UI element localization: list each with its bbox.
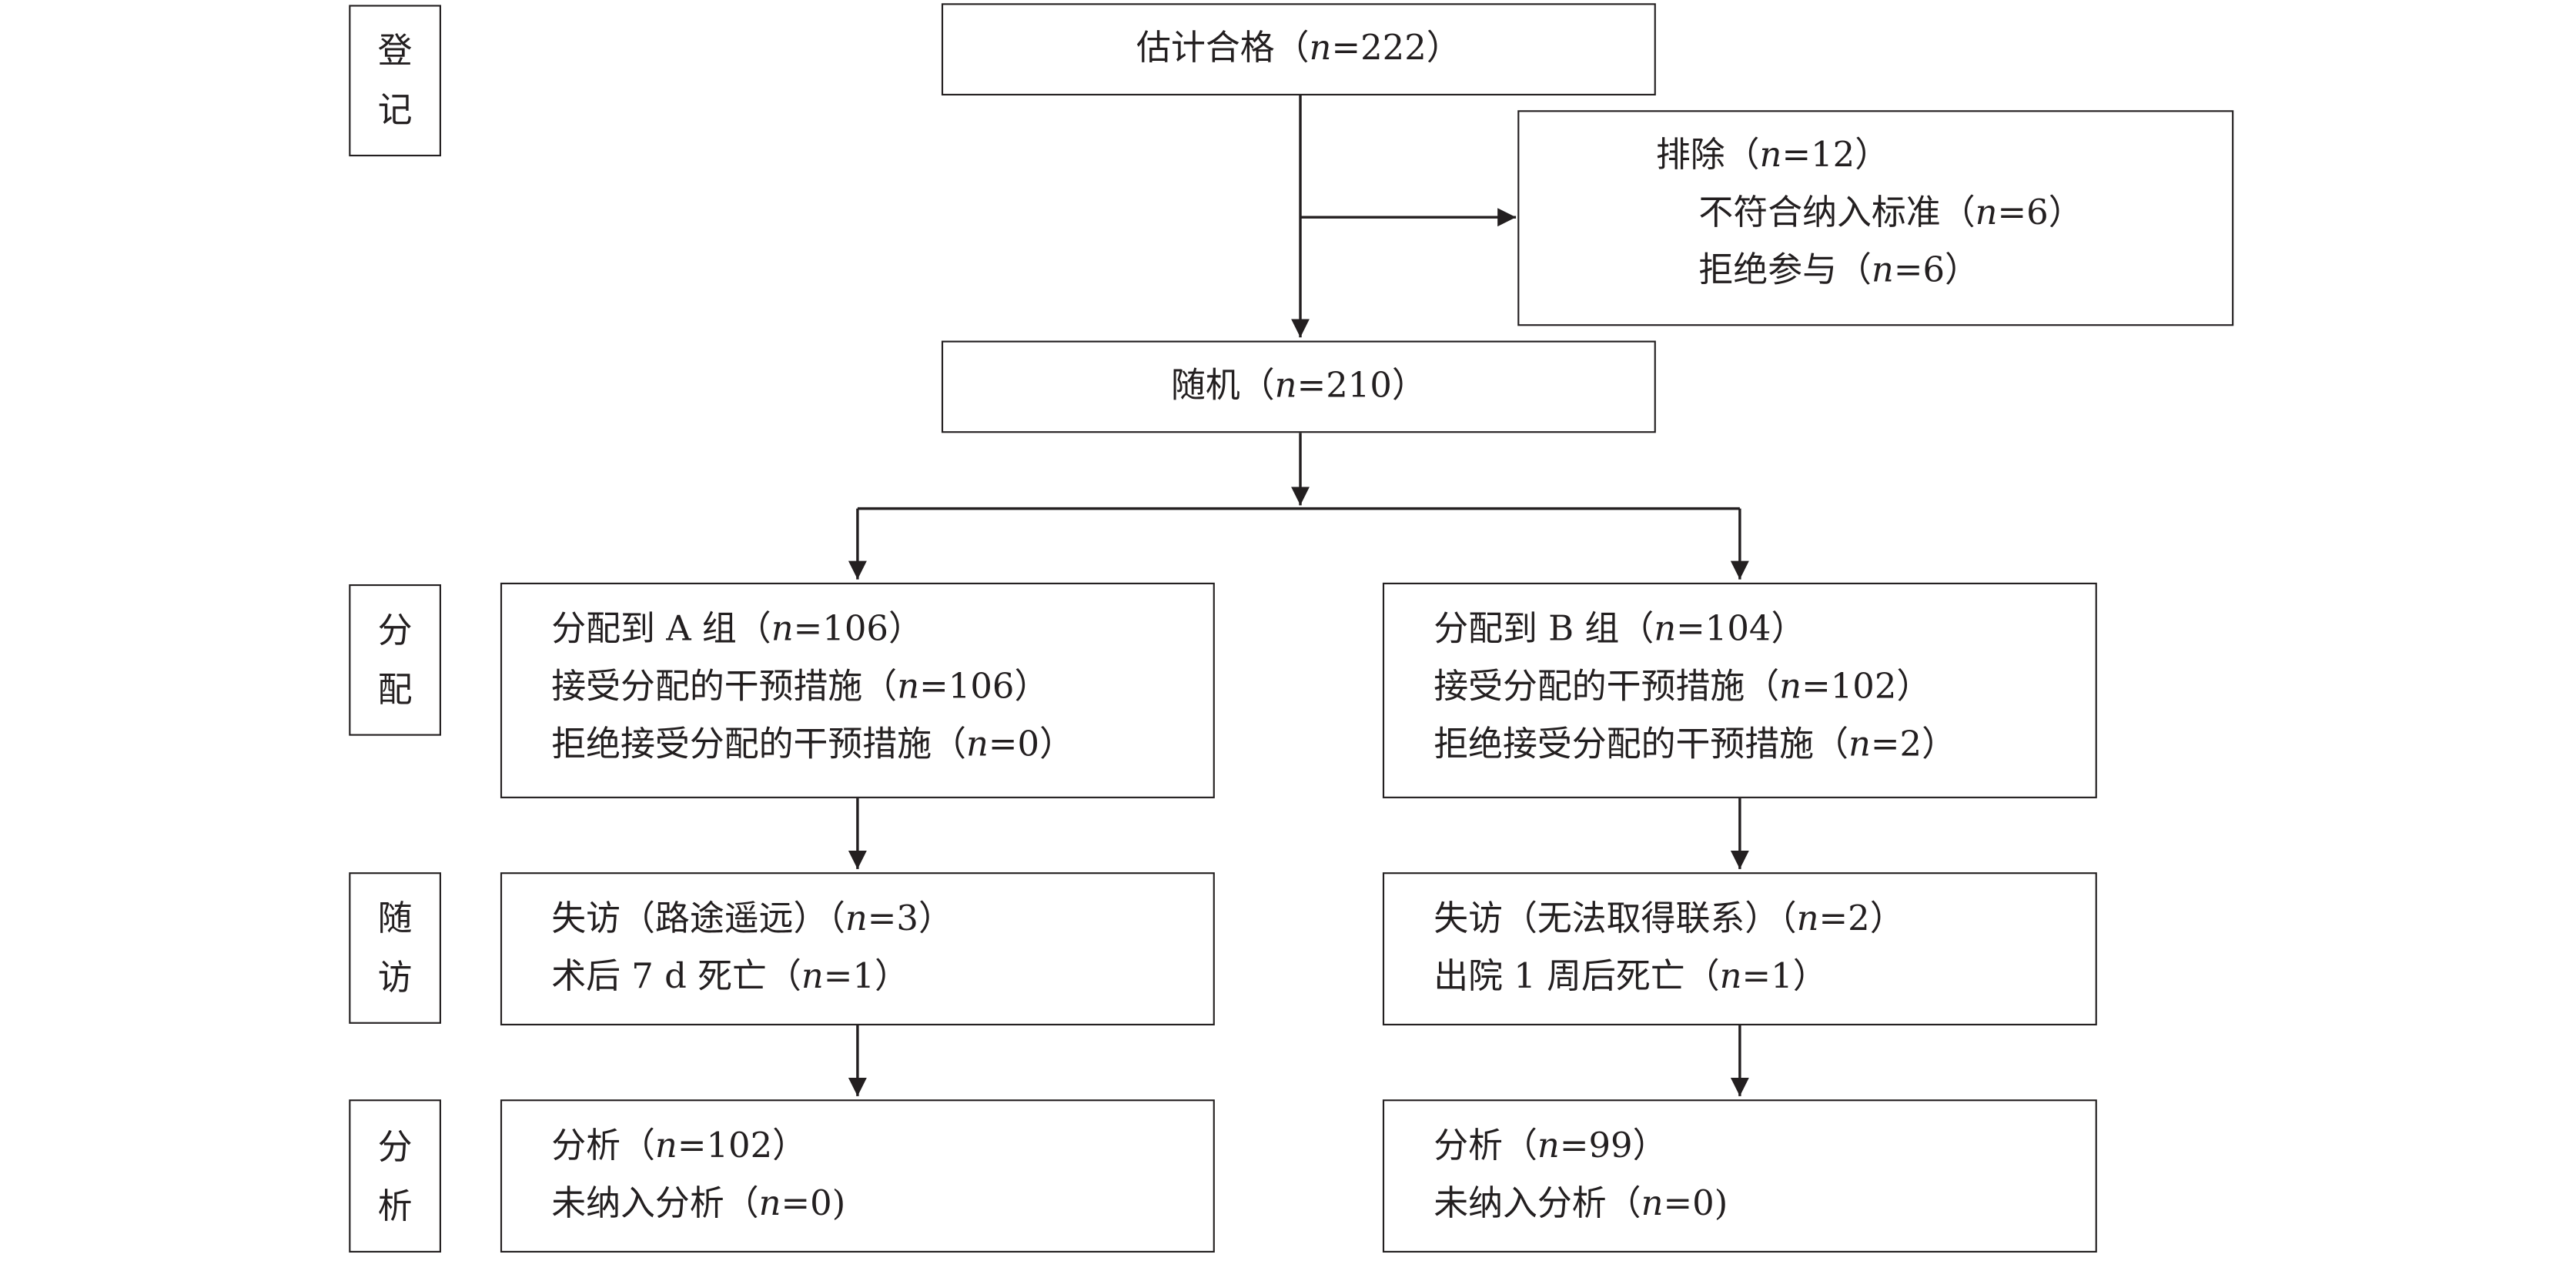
group-b-allocated: 分配到 B 组（n=104）	[1434, 609, 1806, 649]
stage-char: 配	[377, 670, 413, 710]
group-a-followup-box: 失访（路途遥远）（n=3） 术后 7 d 死亡（n=1）	[500, 872, 1215, 1025]
stage-char: 分	[377, 610, 413, 651]
stage-label-analysis: 分 析	[349, 1099, 441, 1253]
group-a-analysis-box: 分析（n=102） 未纳入分析（n=0)	[500, 1099, 1215, 1253]
group-a-analysed: 分析（n=102）	[551, 1126, 808, 1166]
stage-char: 析	[377, 1186, 413, 1226]
group-b-analysis-box: 分析（n=99） 未纳入分析（n=0)	[1382, 1099, 2097, 1253]
stage-label-allocation: 分 配	[349, 584, 441, 736]
excluded-declined: 拒绝参与（n=6）	[1698, 249, 1979, 290]
group-a-received: 接受分配的干预措施（n=106）	[551, 666, 1049, 707]
group-b-followup-box: 失访（无法取得联系）（n=2） 出院 1 周后死亡（n=1）	[1382, 872, 2097, 1025]
group-a-allocation-box: 分配到 A 组（n=106） 接受分配的干预措施（n=106） 拒绝接受分配的干…	[500, 582, 1215, 798]
excluded-box: 排除（n=12） 不符合纳入标准（n=6） 拒绝参与（n=6）	[1517, 110, 2234, 326]
excluded-title: 排除（n=12）	[1655, 135, 1890, 175]
group-b-refused: 拒绝接受分配的干预措施（n=2）	[1434, 724, 1957, 764]
group-a-lost: 失访（路途遥远）（n=3）	[551, 898, 953, 938]
group-a-refused: 拒绝接受分配的干预措施（n=0）	[551, 724, 1075, 764]
stage-char: 分	[377, 1126, 413, 1166]
stage-label-followup: 随 访	[349, 872, 441, 1024]
group-b-received: 接受分配的干预措施（n=102）	[1434, 666, 1932, 707]
assessed-box: 估计合格（n=222）	[941, 3, 1656, 96]
stage-char: 登	[377, 31, 413, 71]
stage-char: 访	[377, 958, 413, 998]
stage-char: 记	[377, 90, 413, 130]
group-a-excluded-analysis: 未纳入分析（n=0)	[551, 1183, 846, 1223]
group-a-allocated: 分配到 A 组（n=106）	[551, 609, 923, 649]
stage-char: 随	[377, 898, 413, 938]
group-b-allocation-box: 分配到 B 组（n=104） 接受分配的干预措施（n=102） 拒绝接受分配的干…	[1382, 582, 2097, 798]
group-b-died: 出院 1 周后死亡（n=1）	[1434, 956, 1828, 996]
group-b-excluded-analysis: 未纳入分析（n=0)	[1434, 1183, 1728, 1223]
excluded-criteria: 不符合纳入标准（n=6）	[1698, 192, 2083, 232]
stage-label-enrollment: 登 记	[349, 5, 441, 157]
assessed-line: 估计合格（n=222）	[1136, 28, 1461, 68]
group-b-analysed: 分析（n=99）	[1434, 1126, 1668, 1166]
randomized-box: 随机（n=210）	[941, 340, 1656, 433]
randomized-line: 随机（n=210）	[1170, 365, 1427, 405]
group-a-died: 术后 7 d 死亡（n=1）	[551, 956, 909, 996]
group-b-lost: 失访（无法取得联系）（n=2）	[1434, 898, 1905, 938]
